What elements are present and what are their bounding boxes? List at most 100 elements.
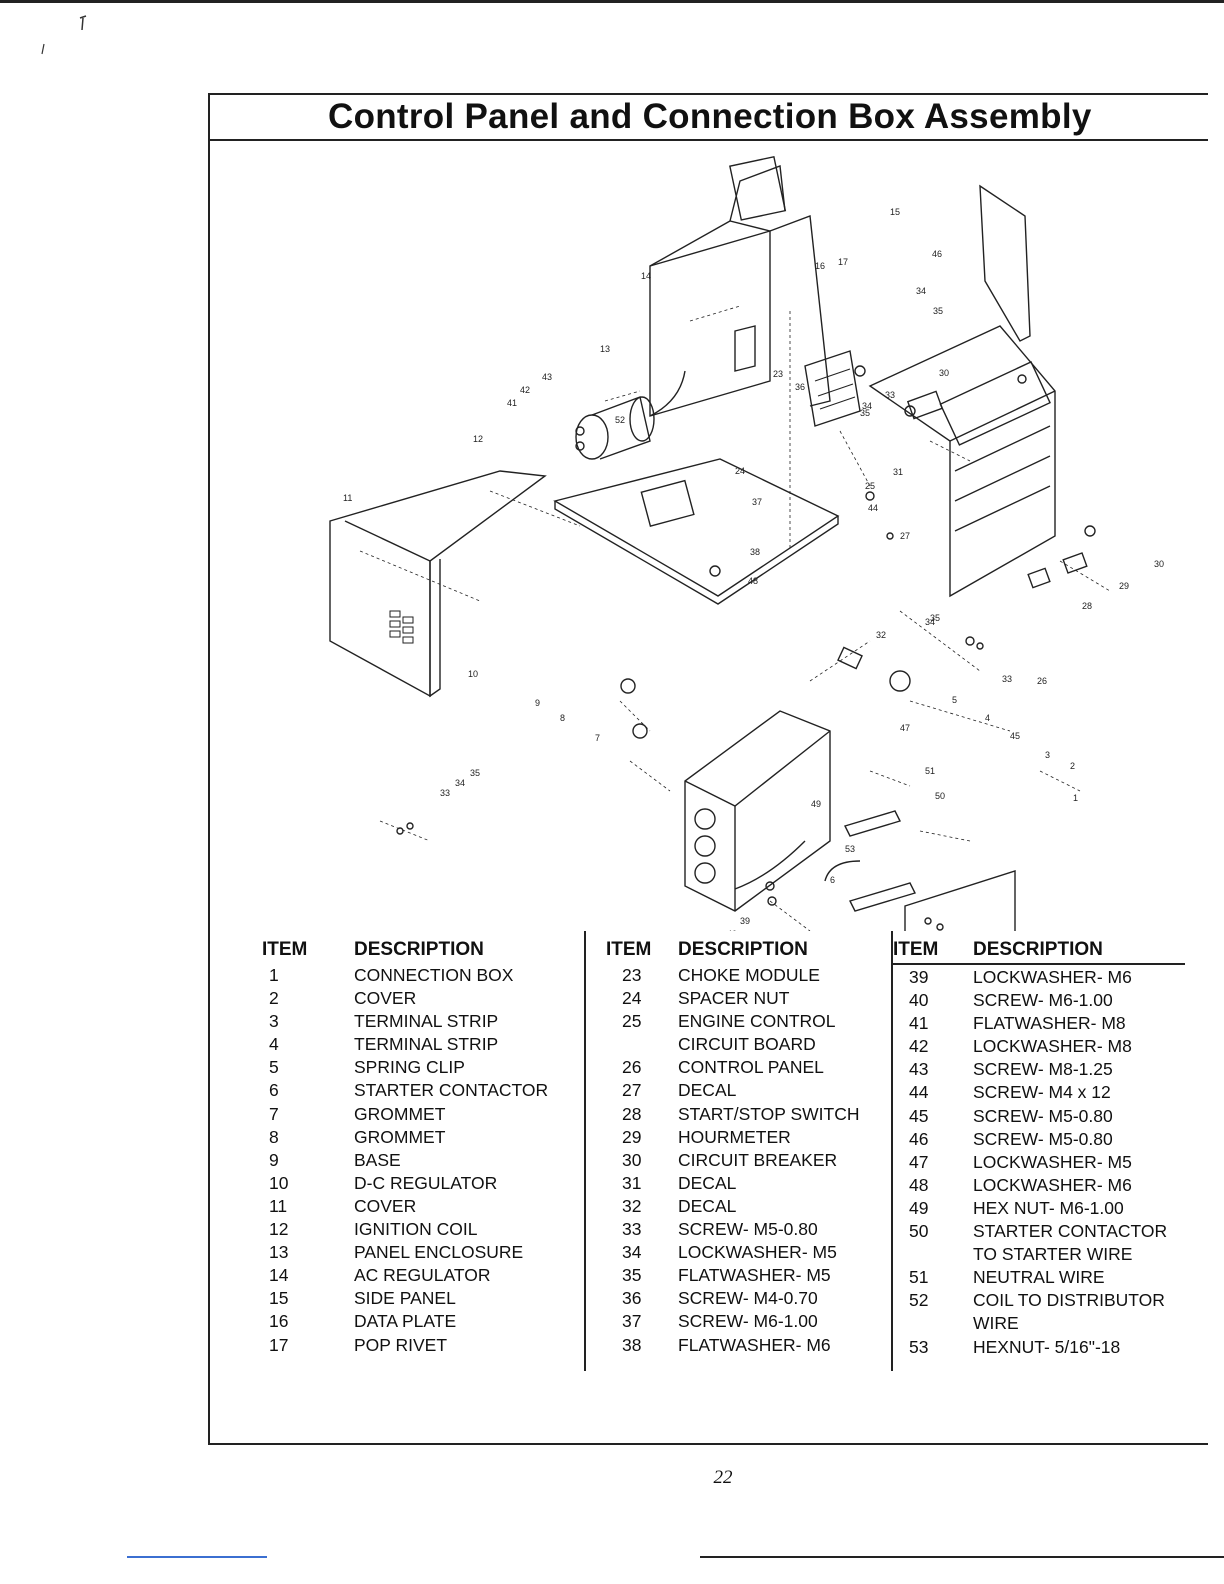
item-description: SCREW- M6-1.00: [678, 1311, 818, 1332]
svg-text:42: 42: [520, 385, 530, 395]
page-title: Control Panel and Connection Box Assembl…: [328, 97, 1092, 136]
item-number: 9: [269, 1149, 279, 1170]
item-number: 50: [909, 1221, 929, 1242]
svg-text:35: 35: [930, 613, 940, 623]
title-bar: Control Panel and Connection Box Assembl…: [210, 95, 1208, 141]
svg-text:9: 9: [535, 698, 540, 708]
svg-text:8: 8: [560, 713, 565, 723]
item-description: CIRCUIT BREAKER: [678, 1149, 838, 1170]
item-number: 38: [622, 1334, 642, 1355]
item-description: TO STARTER WIRE: [973, 1244, 1133, 1265]
item-number: 43: [909, 1059, 929, 1080]
item-description: SIDE PANEL: [354, 1288, 456, 1309]
item-number: 33: [622, 1219, 642, 1240]
description-header: DESCRIPTION: [678, 939, 808, 960]
item-number: 6: [269, 1080, 279, 1101]
item-description: PANEL ENCLOSURE: [354, 1242, 524, 1263]
item-description: CONNECTION BOX: [354, 965, 514, 985]
column-header: ITEM DESCRIPTION: [586, 931, 891, 963]
item-description: DECAL: [678, 1080, 737, 1101]
item-number: 37: [622, 1311, 642, 1332]
svg-text:46: 46: [932, 249, 942, 259]
item-number: 47: [909, 1151, 929, 1172]
item-description: IGNITION COIL: [354, 1219, 478, 1240]
item-description: DECAL: [678, 1195, 737, 1216]
table-row: TO STARTER WIRE: [893, 1242, 1193, 1265]
item-description: ENGINE CONTROL: [678, 1011, 836, 1032]
item-description: COIL TO DISTRIBUTOR: [973, 1290, 1165, 1311]
item-number: 44: [909, 1082, 929, 1103]
svg-text:34: 34: [916, 286, 926, 296]
svg-text:3: 3: [1045, 750, 1050, 760]
item-description: FLATWASHER- M6: [678, 1334, 831, 1355]
item-description: STARTER CONTACTOR: [354, 1080, 549, 1101]
item-number: 3: [269, 1011, 279, 1032]
item-number: 29: [622, 1126, 642, 1147]
table-row: 12 IGNITION COIL: [247, 1217, 582, 1240]
item-description: POP RIVET: [354, 1334, 448, 1355]
item-number: 13: [269, 1242, 289, 1263]
svg-text:34: 34: [925, 617, 935, 627]
svg-text:27: 27: [900, 531, 910, 541]
scan-marks: [41, 15, 87, 55]
left-cover-part: [329, 470, 547, 698]
description-header: DESCRIPTION: [973, 939, 1103, 960]
svg-text:52: 52: [615, 415, 625, 425]
item-description: COVER: [354, 1195, 417, 1216]
base-plate-part: [553, 458, 840, 605]
svg-text:44: 44: [868, 503, 878, 513]
item-description: SCREW- M8-1.25: [973, 1059, 1113, 1080]
item-description: COVER: [354, 988, 417, 1009]
table-row: 37 SCREW- M6-1.00: [586, 1309, 891, 1332]
item-number: 31: [622, 1172, 642, 1193]
svg-text:23: 23: [773, 369, 783, 379]
svg-text:30: 30: [1154, 559, 1164, 569]
svg-text:47: 47: [900, 723, 910, 733]
table-row: 38 FLATWASHER- M6: [586, 1333, 891, 1356]
item-number: 25: [622, 1011, 642, 1032]
item-header: ITEM: [262, 939, 308, 960]
svg-text:51: 51: [925, 766, 935, 776]
svg-text:25: 25: [865, 481, 875, 491]
item-number: 5: [269, 1057, 279, 1078]
svg-text:35: 35: [860, 408, 870, 418]
svg-text:50: 50: [935, 791, 945, 801]
terminal-strips-part: [824, 810, 916, 912]
svg-text:28: 28: [1082, 601, 1092, 611]
item-number: 52: [909, 1290, 929, 1311]
svg-text:24: 24: [735, 466, 745, 476]
leader-lines: [359, 305, 1111, 931]
item-description: CIRCUIT BOARD: [678, 1034, 816, 1055]
svg-text:16: 16: [815, 261, 825, 271]
item-number: 36: [622, 1288, 642, 1309]
svg-text:37: 37: [752, 497, 762, 507]
item-description: START/STOP SWITCH: [678, 1103, 860, 1124]
item-description: SCREW- M5-0.80: [973, 1128, 1113, 1149]
item-description: DATA PLATE: [354, 1311, 457, 1332]
item-number: 12: [269, 1219, 289, 1240]
item-description: LOCKWASHER- M5: [678, 1242, 837, 1263]
top-rule: [0, 0, 1224, 3]
item-description: SCREW- M5-0.80: [678, 1219, 818, 1240]
svg-text:6: 6: [830, 875, 835, 885]
svg-text:2: 2: [1070, 761, 1075, 771]
table-row: WIRE: [893, 1311, 1193, 1334]
svg-text:45: 45: [1010, 731, 1020, 741]
